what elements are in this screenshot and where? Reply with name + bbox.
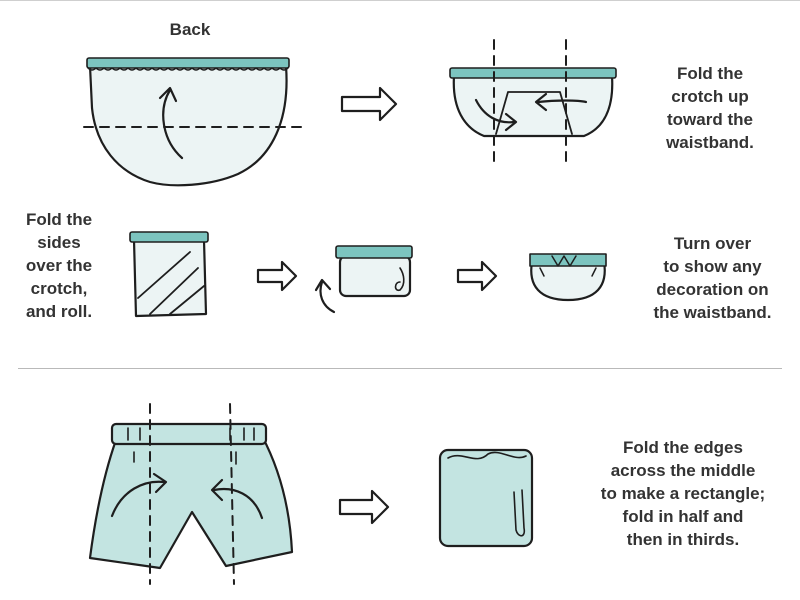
folded-waistband [449, 67, 617, 79]
top-divider [0, 0, 800, 1]
side-fold-arrow-left-icon [536, 99, 588, 104]
sides-folded-waistband [129, 231, 209, 243]
roll-arrowhead [314, 278, 332, 292]
shorts-fold-arrowhead-left [210, 478, 224, 502]
section-divider [18, 368, 782, 369]
rolled-waistband [335, 245, 413, 259]
side-fold-arrowhead-right [504, 112, 518, 132]
shorts-front-view [88, 403, 294, 585]
briefs-crotch-folded [449, 39, 617, 167]
briefs-sides-folded [129, 231, 209, 318]
folded-briefs-body [452, 74, 614, 138]
shorts-fold-arrowhead-right [152, 472, 168, 494]
crotch-diagonal-lines [137, 251, 205, 315]
briefs-rolled [314, 245, 413, 314]
roll-swirl [394, 267, 405, 292]
fold-up-arrowhead [158, 86, 178, 103]
shorts-fold-arrow-right-icon [110, 480, 166, 518]
shorts-waistband [110, 422, 268, 446]
briefs-turned-over [529, 253, 607, 302]
side-fold-arrow-right-icon [474, 98, 516, 124]
folded-shorts-body [438, 448, 534, 548]
briefs-back-view [83, 57, 309, 187]
shorts-body [88, 434, 294, 570]
next-step-arrow-4-icon [338, 489, 390, 525]
waistband-gathers [127, 427, 255, 465]
fold-sides-instruction: Fold the sides over the crotch, and roll… [25, 210, 93, 321]
shorts-fold-arrow-left-icon [212, 488, 264, 520]
turn-over-instruction: Turn over to show any decoration on the … [653, 234, 772, 322]
roll-arrow-icon [319, 280, 336, 314]
back-label: Back [169, 20, 211, 39]
folded-shorts-gathers [447, 451, 527, 460]
crotch-panel [495, 91, 573, 135]
folded-shorts-edge [513, 489, 526, 537]
fold-edges-instruction: Fold the edges across the middle to make… [600, 438, 766, 549]
next-step-arrow-3-icon [456, 260, 498, 292]
next-step-arrow-2-icon [256, 260, 298, 292]
fold-crotch-instruction: Fold the crotch up toward the waistband. [666, 64, 754, 152]
waistband-scallop [87, 67, 289, 71]
shorts-fold-line-right [229, 403, 235, 585]
shorts-folded-rectangle [438, 448, 534, 548]
next-step-arrow-icon [340, 86, 398, 122]
side-fold-arrowhead-left [534, 92, 548, 112]
waistband-decoration [539, 255, 597, 277]
briefs-waistband [86, 57, 290, 69]
briefs-body [88, 64, 288, 187]
sides-folded-body [132, 238, 208, 318]
turned-body [530, 260, 606, 302]
fold-up-arrow-icon [162, 88, 184, 160]
turned-waistband [529, 253, 607, 267]
